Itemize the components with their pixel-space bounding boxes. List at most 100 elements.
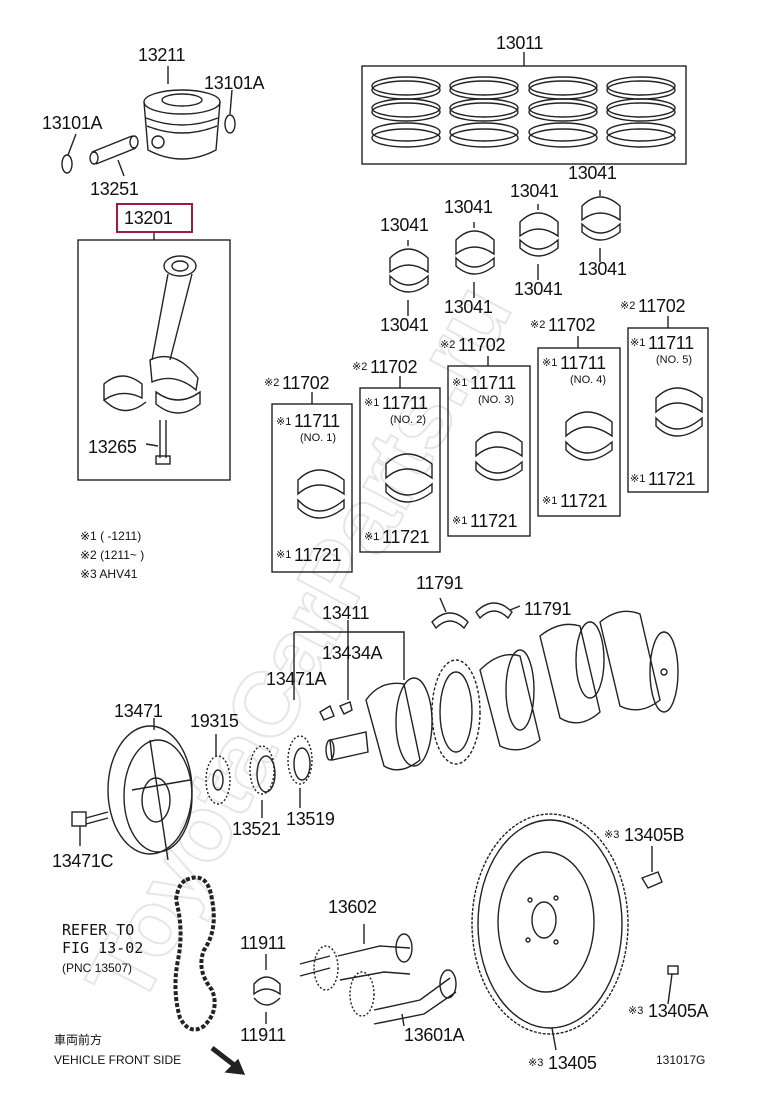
part-11711-label[interactable]: 11711	[470, 373, 516, 393]
timing-sprocket-icon[interactable]	[205, 734, 313, 818]
part-11702-label[interactable]: 11702	[458, 335, 506, 355]
part-13041-label[interactable]: 13041	[444, 197, 493, 217]
footnote-mark: ※1	[630, 473, 646, 485]
balance-shaft-icon[interactable]	[299, 924, 457, 1027]
part-11721-label[interactable]: 11721	[648, 469, 696, 489]
part-13519-label[interactable]: 13519	[286, 809, 335, 829]
part-11791-label[interactable]: 11791	[524, 599, 572, 619]
pulley-bolt-icon[interactable]	[71, 811, 109, 846]
piston-ring-set-icon[interactable]	[371, 76, 676, 148]
footnote-mark: ※2	[620, 300, 636, 312]
part-13405-label[interactable]: 13405	[548, 1053, 597, 1073]
part-11911-label[interactable]: 11911	[240, 1025, 286, 1045]
footnote-mark: ※1	[276, 416, 292, 428]
part-13201-label[interactable]: 13201	[124, 208, 173, 228]
part-13602-label[interactable]: 13602	[328, 897, 377, 917]
footnote-mark: ※1	[452, 515, 468, 527]
bearing-number: (NO. 4)	[570, 374, 607, 386]
part-13405b-label[interactable]: 13405B	[624, 825, 685, 845]
highlighted-part-box	[116, 203, 193, 233]
footnote-mark: ※3	[604, 829, 620, 841]
footnote-mark: ※2	[440, 339, 456, 351]
main-bearing-icon[interactable]	[297, 387, 703, 519]
part-13041-label[interactable]: 13041	[380, 315, 429, 335]
part-11721-label[interactable]: 11721	[560, 491, 608, 511]
crank-key-icon[interactable]	[319, 701, 353, 721]
crankshaft-pulley-icon[interactable]	[107, 718, 193, 861]
part-13251-label[interactable]: 13251	[90, 179, 139, 199]
footnote-mark: ※1	[364, 397, 380, 409]
part-11702-label[interactable]: 11702	[548, 315, 596, 335]
part-13041-label[interactable]: 13041	[578, 259, 627, 279]
part-13041-label[interactable]: 13041	[568, 163, 617, 183]
bearing-number: (NO. 5)	[656, 354, 693, 366]
footnote-mark: ※2	[352, 361, 368, 373]
footnote-mark: ※3	[628, 1005, 644, 1017]
part-11791-label[interactable]: 11791	[416, 573, 464, 593]
part-13471-label[interactable]: 13471	[114, 701, 163, 721]
balance-bearing-icon[interactable]	[253, 954, 281, 1024]
flywheel-bolt-icon[interactable]	[640, 846, 679, 1005]
conrod-bearing-icon[interactable]	[103, 375, 201, 414]
part-11721-label[interactable]: 11721	[470, 511, 518, 531]
part-13434a-label[interactable]: 13434A	[322, 643, 383, 663]
part-13521-label[interactable]: 13521	[232, 819, 281, 839]
refer-line-1: REFER TO	[62, 921, 135, 939]
part-11721-label[interactable]: 11721	[294, 545, 342, 565]
part-13411-label[interactable]: 13411	[322, 603, 370, 623]
part-11711-label[interactable]: 11711	[560, 353, 606, 373]
bearing-number: (NO. 3)	[478, 394, 515, 406]
conrod-bearing-pair-icon[interactable]	[389, 190, 621, 316]
part-13101a-label[interactable]: 13101A	[42, 113, 103, 133]
refer-line-3[interactable]: (PNC 13507)	[62, 961, 133, 975]
footnote-mark: ※2	[530, 319, 546, 331]
part-13041-label[interactable]: 13041	[514, 279, 563, 299]
footnote-mark: ※1	[452, 377, 468, 389]
thrust-washer-icon[interactable]	[431, 597, 521, 630]
part-13211-label[interactable]: 13211	[138, 45, 186, 65]
part-11711-label[interactable]: 11711	[294, 411, 340, 431]
footnote-mark: ※1	[630, 337, 646, 349]
timing-chain-icon[interactable]	[173, 875, 217, 1032]
connecting-rod-icon[interactable]	[149, 255, 199, 392]
part-11711-label[interactable]: 11711	[648, 333, 694, 353]
footnote-mark: ※1	[364, 531, 380, 543]
footnote-mark: ※1	[542, 357, 558, 369]
part-13041-label[interactable]: 13041	[510, 181, 559, 201]
footnote-mark: ※1	[542, 495, 558, 507]
footnote-mark: ※3	[528, 1057, 544, 1069]
part-19315-label[interactable]: 19315	[190, 711, 239, 731]
diagram-code: 131017G	[656, 1053, 706, 1067]
part-13011-label[interactable]: 13011	[496, 33, 544, 53]
part-11721-label[interactable]: 11721	[382, 527, 430, 547]
footnote-3: ※3 AHV41	[80, 567, 138, 581]
part-13041-label[interactable]: 13041	[444, 297, 493, 317]
part-13601a-label[interactable]: 13601A	[404, 1025, 465, 1045]
part-13041-label[interactable]: 13041	[380, 215, 429, 235]
piston-icon[interactable]	[143, 89, 221, 160]
conrod-bolt-icon[interactable]	[145, 420, 171, 465]
direction-arrow-icon	[210, 1046, 246, 1075]
crankshaft-icon[interactable]	[325, 610, 679, 771]
part-13265-label[interactable]: 13265	[88, 437, 137, 457]
refer-line-2: FIG 13-02	[62, 939, 144, 957]
footnote-mark: ※1	[276, 549, 292, 561]
part-11702-label[interactable]: 11702	[282, 373, 330, 393]
part-11702-label[interactable]: 11702	[370, 357, 418, 377]
part-11702-label[interactable]: 11702	[638, 296, 686, 316]
vehicle-front-en: VEHICLE FRONT SIDE	[54, 1053, 182, 1067]
part-13471c-label[interactable]: 13471C	[52, 851, 114, 871]
piston-pin-icon[interactable]	[89, 135, 139, 165]
part-11711-label[interactable]: 11711	[382, 393, 428, 413]
part-13471a-label[interactable]: 13471A	[266, 669, 327, 689]
part-13405a-label[interactable]: 13405A	[648, 1001, 709, 1021]
part-13101a-label[interactable]: 13101A	[204, 73, 265, 93]
part-11911-label[interactable]: 11911	[240, 933, 286, 953]
footnote-2: ※2 (1211~ )	[80, 548, 145, 562]
bearing-number: (NO. 2)	[390, 414, 427, 426]
snap-ring-icon[interactable]	[61, 114, 236, 174]
flywheel-icon[interactable]	[471, 813, 629, 1051]
